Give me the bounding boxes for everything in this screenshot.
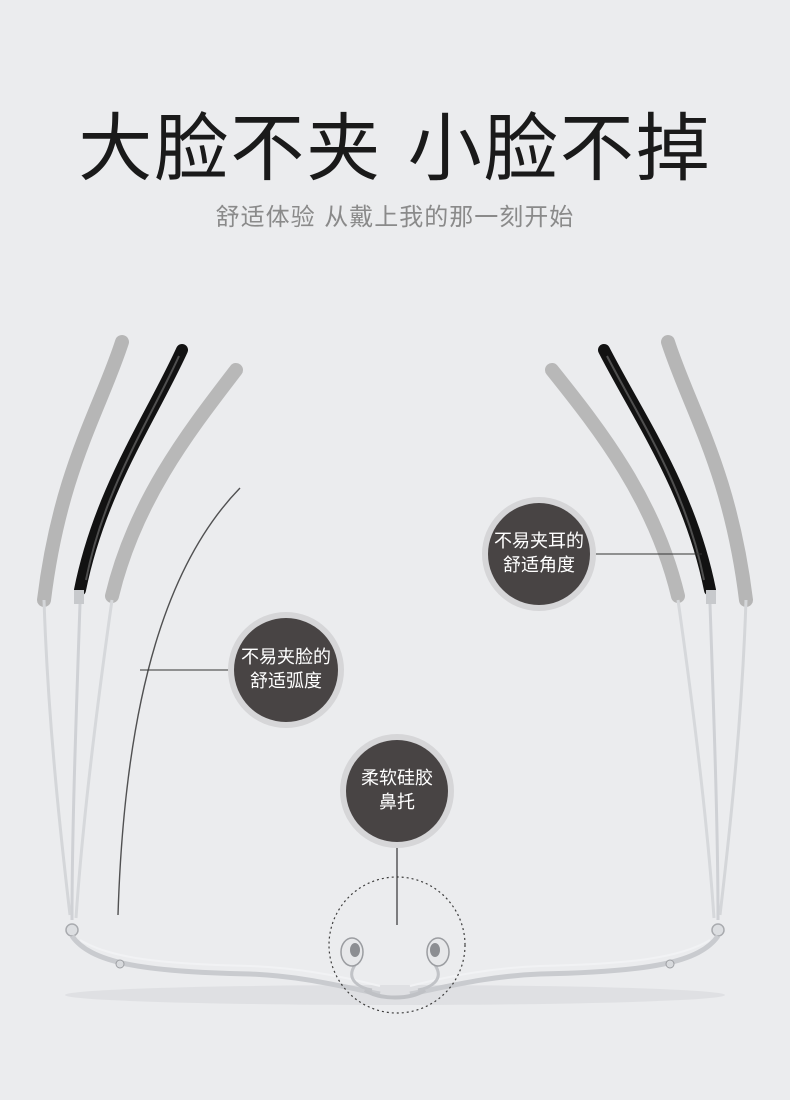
frame-left-rim-highlight — [79, 939, 381, 987]
frame-bridge — [363, 988, 427, 1000]
left-temple-wire-grey-inner — [74, 599, 114, 919]
left-temple-wire-black — [70, 603, 82, 921]
right-temple-group — [545, 335, 753, 937]
left-screw — [115, 959, 125, 969]
right-temple-tip-grey-outer — [661, 335, 753, 607]
page-subtitle: 舒适体验 从戴上我的那一刻开始 — [215, 203, 575, 231]
frame-left-rim — [69, 934, 381, 997]
right-temple-wire-grey-outer — [718, 599, 748, 916]
nose-pad-magnifier-ring — [328, 876, 466, 1014]
right-screw — [665, 959, 675, 969]
callout-face-curve-line2: 舒适弧度 — [250, 671, 322, 692]
callout-nose-pad-line2: 鼻托 — [379, 792, 415, 813]
frame-right-rim — [409, 934, 721, 997]
left-temple-wire-grey-outer — [42, 599, 72, 916]
nose-pads — [340, 937, 450, 992]
callout-nose-pad-line1: 柔软硅胶 — [361, 768, 433, 789]
right-temple-wire-grey-inner — [676, 599, 716, 919]
right-pad-arm — [417, 964, 440, 992]
left-temple-tip-grey-outer — [37, 335, 129, 607]
left-temple-group — [37, 335, 243, 937]
left-temple-tip-grey-inner — [105, 363, 243, 603]
right-hinge — [711, 923, 725, 937]
frame-shadow — [65, 985, 725, 1005]
callout-ear-angle-line1: 不易夹耳的 — [494, 531, 584, 552]
left-pad-arm — [350, 964, 373, 992]
right-temple-wire-black — [708, 603, 720, 921]
right-nose-pad-shade — [430, 943, 440, 957]
front-frame — [69, 934, 721, 1000]
left-hinge — [65, 923, 79, 937]
frame-right-rim-highlight — [409, 939, 711, 987]
callout-face-curve-line1: 不易夹脸的 — [241, 647, 331, 668]
left-motion-arc — [117, 487, 241, 916]
right-temple-joint — [706, 590, 716, 604]
callout-ear-angle-line2: 舒适角度 — [503, 555, 575, 576]
right-temple-tip-grey-inner — [545, 363, 685, 603]
page-title: 大脸不夹 小脸不掉 — [78, 106, 712, 192]
callout-nose-pad: 柔软硅胶 鼻托 — [346, 740, 448, 842]
left-temple-joint — [74, 590, 84, 604]
left-nose-pad-shade — [350, 943, 360, 957]
callout-ear-angle: 不易夹耳的 舒适角度 — [488, 503, 590, 605]
callout-face-curve: 不易夹脸的 舒适弧度 — [234, 618, 338, 722]
left-temple-tip-highlight — [85, 355, 180, 581]
right-temple-tip-highlight — [606, 355, 705, 581]
